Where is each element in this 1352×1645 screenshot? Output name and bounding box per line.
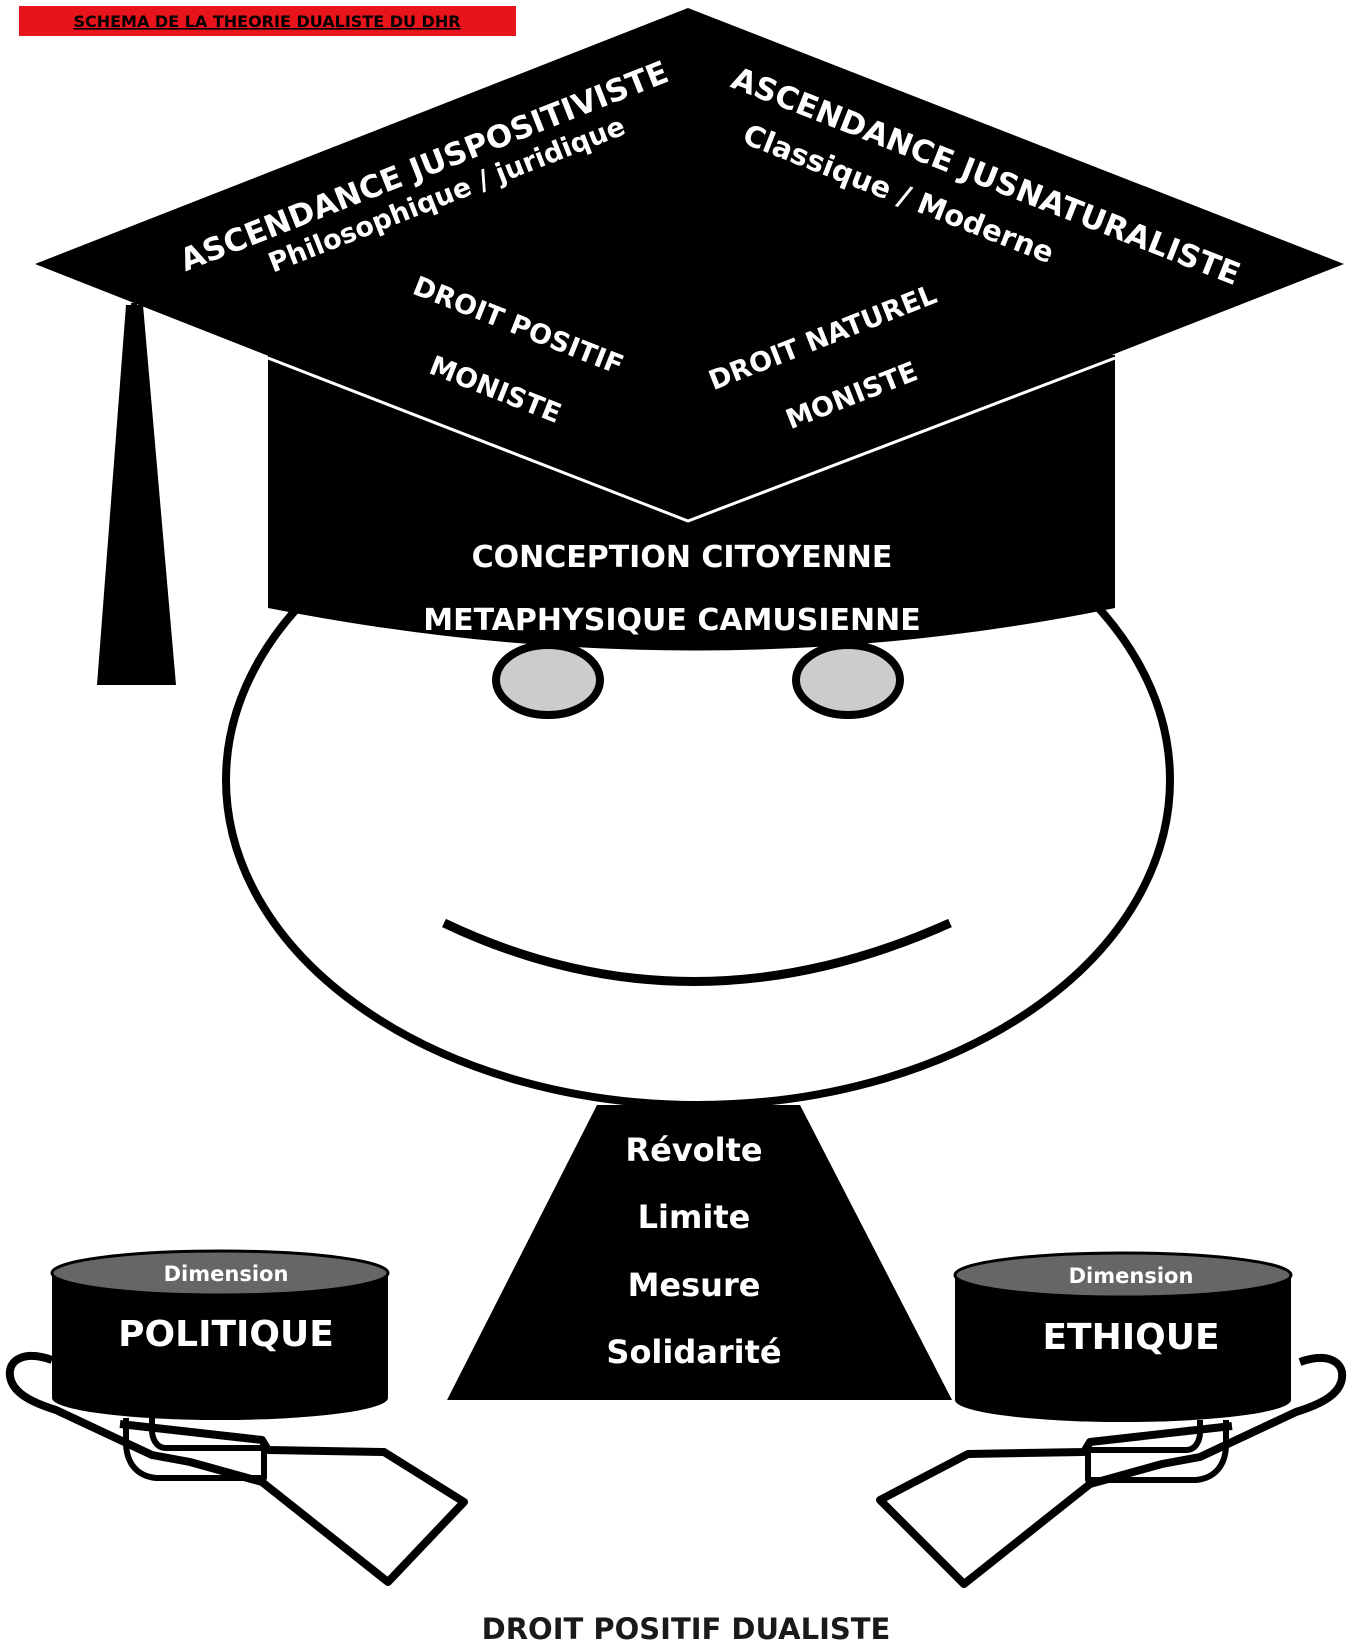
- drum-ethique: Dimension ETHIQUE: [953, 1251, 1293, 1422]
- drum-ethique-name: ETHIQUE: [1042, 1317, 1219, 1358]
- drum-politique: Dimension POLITIQUE: [50, 1249, 390, 1420]
- left-hand-palm: [5, 1352, 468, 1586]
- tassel: [97, 303, 176, 685]
- drum-politique-dimension-label: Dimension: [164, 1262, 289, 1286]
- drum-politique-top: [50, 1249, 390, 1297]
- right-hand-thumb: [1085, 1420, 1229, 1483]
- left-eye: [492, 641, 604, 719]
- left-hand-thumb: [123, 1418, 267, 1481]
- right-hand: [876, 1354, 1347, 1588]
- right-eye: [792, 641, 904, 719]
- drum-politique-body: [52, 1273, 388, 1420]
- neck-trapezoid: [447, 1105, 952, 1400]
- neck: Révolte Limite Mesure Solidarité: [447, 1105, 952, 1400]
- cap-band-line-1: CONCEPTION CITOYENNE: [472, 540, 893, 575]
- drum-ethique-top: [953, 1251, 1293, 1299]
- neck-value-limite: Limite: [638, 1198, 751, 1236]
- diagram-title: SCHEMA DE LA THEORIE DUALISTE DU DHR: [73, 12, 460, 31]
- mortarboard: ASCENDANCE JUSPOSITIVISTE Philosophique …: [35, 8, 1344, 523]
- neck-value-mesure: Mesure: [628, 1266, 761, 1304]
- title-banner: SCHEMA DE LA THEORIE DUALISTE DU DHR: [19, 6, 516, 36]
- left-hand: [5, 1352, 468, 1586]
- tassel-tail: [97, 305, 176, 685]
- drum-ethique-body: [955, 1275, 1291, 1422]
- mortarboard-shape: [35, 8, 1344, 521]
- neck-value-solidarite: Solidarité: [606, 1333, 781, 1371]
- right-hand-palm: [876, 1354, 1347, 1588]
- neck-value-revolte: Révolte: [625, 1131, 762, 1169]
- footer-label: DROIT POSITIF DUALISTE: [482, 1612, 891, 1645]
- mortarboard-edge-line: [267, 356, 1116, 523]
- mouth: [442, 918, 952, 986]
- drum-politique-name: POLITIQUE: [118, 1314, 334, 1355]
- cap-band-line-2: METAPHYSIQUE CAMUSIENNE: [423, 603, 921, 638]
- title-banner-bg: [19, 6, 516, 36]
- drum-ethique-dimension-label: Dimension: [1069, 1264, 1194, 1288]
